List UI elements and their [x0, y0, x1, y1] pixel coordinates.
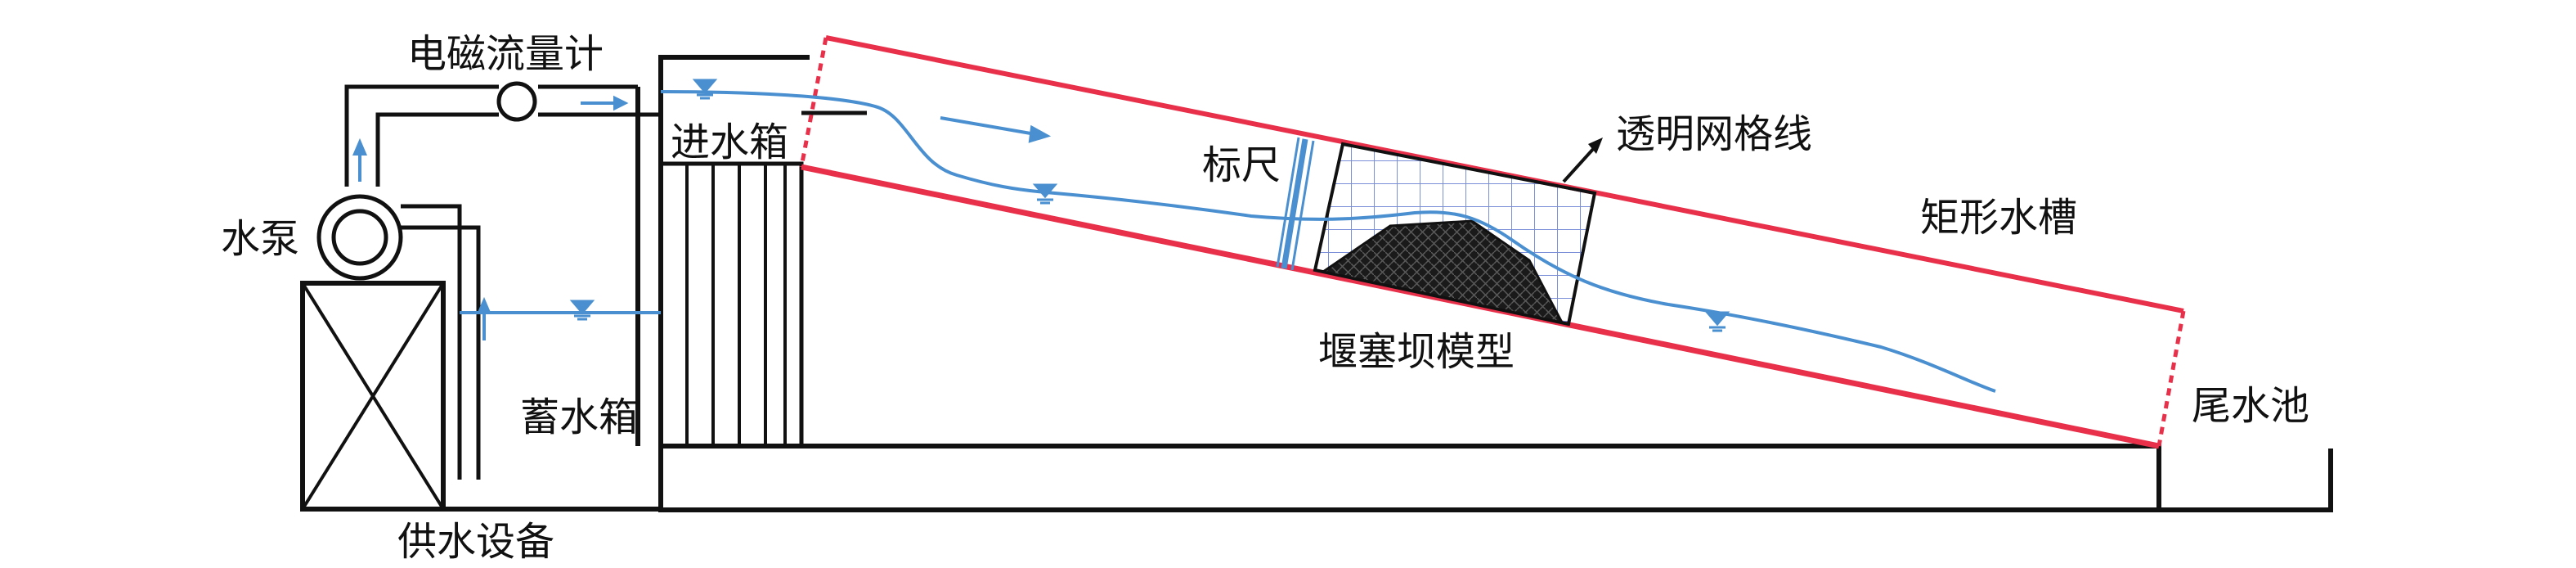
pump-label: 水泵	[221, 216, 299, 262]
reservoir-label: 蓄水箱	[520, 394, 638, 440]
scale-ruler	[1276, 137, 1315, 271]
supply-equipment-box	[300, 281, 446, 512]
flow-arrow-icon	[581, 95, 629, 111]
water-level-icon	[1704, 311, 1730, 332]
grid-label: 透明网格线	[1616, 111, 1812, 157]
grid-leader-arrow	[1562, 137, 1603, 183]
flow-arrow-icon	[476, 296, 492, 340]
supply-label: 供水设备	[397, 519, 554, 565]
flow-arrow-icon	[940, 116, 1052, 143]
water-level-icon	[1032, 183, 1058, 205]
reservoir-pipes	[344, 84, 661, 512]
inlet-tank	[658, 55, 867, 449]
scale-label: 标尺	[1202, 142, 1281, 188]
dam-model-label: 堰塞坝模型	[1318, 329, 1515, 375]
water-surface	[460, 90, 1996, 393]
dam-model	[1320, 219, 1564, 325]
water-level-icon	[692, 79, 718, 100]
tailwater-label: 尾水池	[2192, 383, 2309, 429]
pump-icon	[316, 194, 403, 281]
flume-label: 矩形水槽	[1920, 195, 2077, 241]
flowmeter-label: 电磁流量计	[407, 31, 604, 77]
base-platform	[658, 444, 2333, 512]
flow-arrow-icon	[352, 137, 368, 182]
inlet-tank-label: 进水箱	[671, 119, 788, 165]
water-level-icon	[569, 300, 595, 321]
flowmeter	[496, 81, 537, 122]
